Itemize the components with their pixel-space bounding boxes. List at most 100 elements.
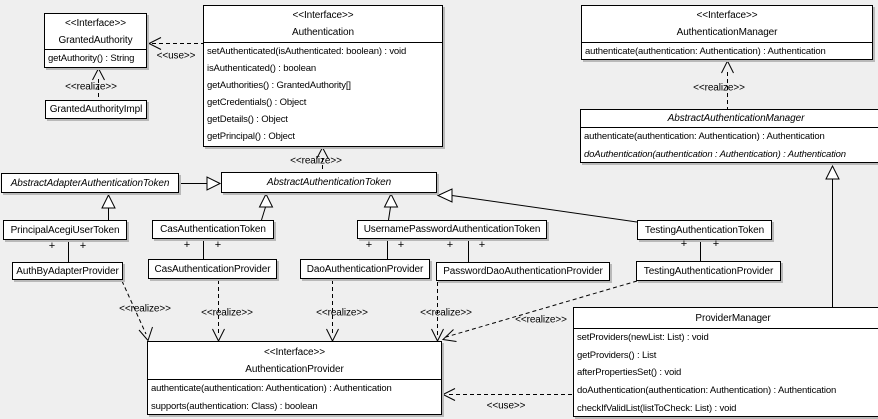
- class-granted-authority: <<Interface>> GrantedAuthority getAuthor…: [44, 13, 147, 68]
- arrowhead-realize-provider-4: [431, 328, 444, 343]
- association-plus: +: [712, 238, 720, 250]
- method-abstract: doAuthentication(authentication : Authen…: [584, 148, 846, 160]
- association-plus: +: [446, 239, 454, 251]
- method: doAuthentication(authentication: Authent…: [577, 385, 837, 397]
- class-name: TestingAuthenticationProvider: [643, 265, 774, 277]
- realize-label: <<realize>>: [420, 307, 472, 319]
- class-testing-authentication-token: TestingAuthenticationToken: [637, 220, 772, 240]
- association-plus: +: [680, 238, 688, 250]
- triangle-into-abstract-token-left: [206, 176, 222, 191]
- association-plus: +: [397, 239, 405, 251]
- class-authentication-manager: <<Interface>> AuthenticationManager auth…: [581, 5, 873, 60]
- realize-label: <<realize>>: [515, 314, 567, 326]
- triangle-into-abstract-authentication-manager: [825, 164, 840, 180]
- class-cas-authentication-token: CasAuthenticationToken: [152, 220, 274, 239]
- class-name: AuthByAdapterProvider: [16, 265, 119, 277]
- class-authentication-provider: <<Interface>> AuthenticationProvider aut…: [147, 341, 442, 415]
- association-plus: +: [478, 239, 486, 251]
- generalization-cas-token-line: [261, 206, 266, 221]
- generalization-usernamepassword-token-line: [388, 206, 391, 221]
- stereotype-label: <<Interface>>: [65, 17, 126, 29]
- realize-label: <<realize>>: [693, 82, 745, 94]
- methods-compartment: authenticate(authentication: Authenticat…: [582, 43, 872, 60]
- method: checkIfValidList(listToCheck: List) : vo…: [577, 402, 737, 414]
- class-name: UsernamePasswordAuthenticationToken: [363, 224, 541, 235]
- arrowhead-realize-provider-1: [138, 326, 153, 342]
- method: getCredentials() : Object: [207, 97, 307, 108]
- triangle-into-abstract-token-cas: [258, 192, 274, 208]
- methods-compartment: setAuthenticated(isAuthenticated: boolea…: [204, 43, 442, 145]
- arrowhead-use-grantedauthority: [147, 37, 162, 50]
- class-name: AuthenticationManager: [676, 27, 778, 38]
- association-plus: +: [214, 239, 222, 251]
- method: getProviders() : List: [577, 349, 657, 361]
- method: getAuthorities() : GrantedAuthority[]: [207, 80, 351, 91]
- class-dao-authentication-provider: DaoAuthenticationProvider: [300, 259, 430, 279]
- association-plus: +: [183, 239, 191, 251]
- class-title: <<Interface>> GrantedAuthority: [45, 14, 146, 50]
- method: supports(authentication: Class) : boolea…: [151, 400, 318, 412]
- arrowhead-realize-authenticationmanager: [721, 59, 734, 74]
- class-authentication: <<Interface>> Authentication setAuthenti…: [203, 5, 443, 147]
- class-name: TestingAuthenticationToken: [644, 224, 765, 236]
- triangle-into-adapter-token: [101, 193, 116, 209]
- stereotype-label: <<Interface>>: [292, 10, 354, 21]
- methods-compartment: authenticate(authentication: Authenticat…: [581, 128, 878, 163]
- methods-compartment: getAuthority() : String: [45, 50, 146, 67]
- realize-label: <<realize>>: [201, 307, 253, 319]
- method: setProviders(newList: List) : void: [577, 332, 709, 344]
- method: isAuthenticated() : boolean: [207, 63, 316, 74]
- stereotype-label: <<Interface>>: [696, 10, 758, 21]
- triangle-into-abstract-token-usernamepassword: [383, 192, 399, 208]
- methods-compartment: authenticate(authentication: Authenticat…: [148, 380, 441, 415]
- class-abstract-authentication-token: AbstractAuthenticationToken: [221, 172, 437, 193]
- generalization-triangles: [101, 164, 840, 209]
- class-name: AbstractAuthenticationToken: [266, 177, 392, 188]
- class-principal-acegi-user-token: PrincipalAcegiUserToken: [3, 220, 127, 240]
- method: getPrincipal() : Object: [207, 131, 295, 142]
- method: authenticate(authentication: Authenticat…: [151, 383, 392, 395]
- class-name: AbstractAdapterAuthenticationToken: [10, 177, 170, 189]
- arrowhead-realize-provider-5: [441, 329, 457, 342]
- class-password-dao-authentication-provider: PasswordDaoAuthenticationProvider: [436, 262, 610, 281]
- class-username-password-authentication-token: UsernamePasswordAuthenticationToken: [357, 220, 547, 239]
- methods-compartment: setProviders(newList: List) : void getPr…: [574, 329, 878, 417]
- realize-label: <<realize>>: [316, 307, 368, 319]
- class-name: PasswordDaoAuthenticationProvider: [443, 266, 603, 277]
- association-plus: +: [365, 239, 373, 251]
- method: getAuthority() : String: [48, 53, 135, 64]
- class-name: Authentication: [292, 27, 354, 38]
- method: afterPropertiesSet() : void: [577, 367, 682, 379]
- arrowhead-use-authenticationprovider: [441, 388, 456, 401]
- generalization-testing-token-line: [451, 195, 638, 223]
- arrowhead-realize-grantedauthority: [92, 67, 105, 81]
- class-title: <<Interface>> AuthenticationManager: [582, 6, 872, 43]
- class-auth-by-adapter-provider: AuthByAdapterProvider: [12, 262, 123, 280]
- class-name: GrantedAuthorityImpl: [49, 104, 143, 115]
- class-name: GrantedAuthority: [58, 34, 133, 46]
- method: getDetails() : Object: [207, 114, 288, 125]
- class-name: CasAuthenticationProvider: [154, 263, 271, 275]
- association-plus: +: [79, 240, 87, 252]
- realize-label: <<realize>>: [119, 303, 171, 315]
- method: setAuthenticated(isAuthenticated: boolea…: [207, 46, 407, 57]
- class-title: ProviderManager: [574, 308, 878, 329]
- class-name: AbstractAuthenticationManager: [667, 113, 805, 124]
- arrowhead-realize-provider-2: [212, 328, 225, 343]
- arrowhead-realize-provider-3: [326, 328, 339, 343]
- stereotype-label: <<Interface>>: [264, 346, 325, 358]
- use-label: <<use>>: [156, 50, 196, 62]
- class-name: AuthenticationProvider: [245, 363, 344, 375]
- use-label: <<use>>: [486, 400, 526, 412]
- class-name: PrincipalAcegiUserToken: [10, 224, 120, 236]
- class-cas-authentication-provider: CasAuthenticationProvider: [148, 259, 277, 279]
- method: authenticate(authentication: Authenticat…: [584, 131, 825, 143]
- realize-label: <<realize>>: [65, 81, 117, 93]
- class-granted-authority-impl: GrantedAuthorityImpl: [45, 100, 147, 119]
- class-provider-manager: ProviderManager setProviders(newList: Li…: [573, 307, 878, 417]
- class-testing-authentication-provider: TestingAuthenticationProvider: [636, 261, 781, 281]
- class-name: ProviderManager: [695, 312, 771, 324]
- class-abstract-authentication-manager: AbstractAuthenticationManager authentica…: [580, 109, 878, 163]
- method: authenticate(authentication: Authenticat…: [585, 46, 826, 57]
